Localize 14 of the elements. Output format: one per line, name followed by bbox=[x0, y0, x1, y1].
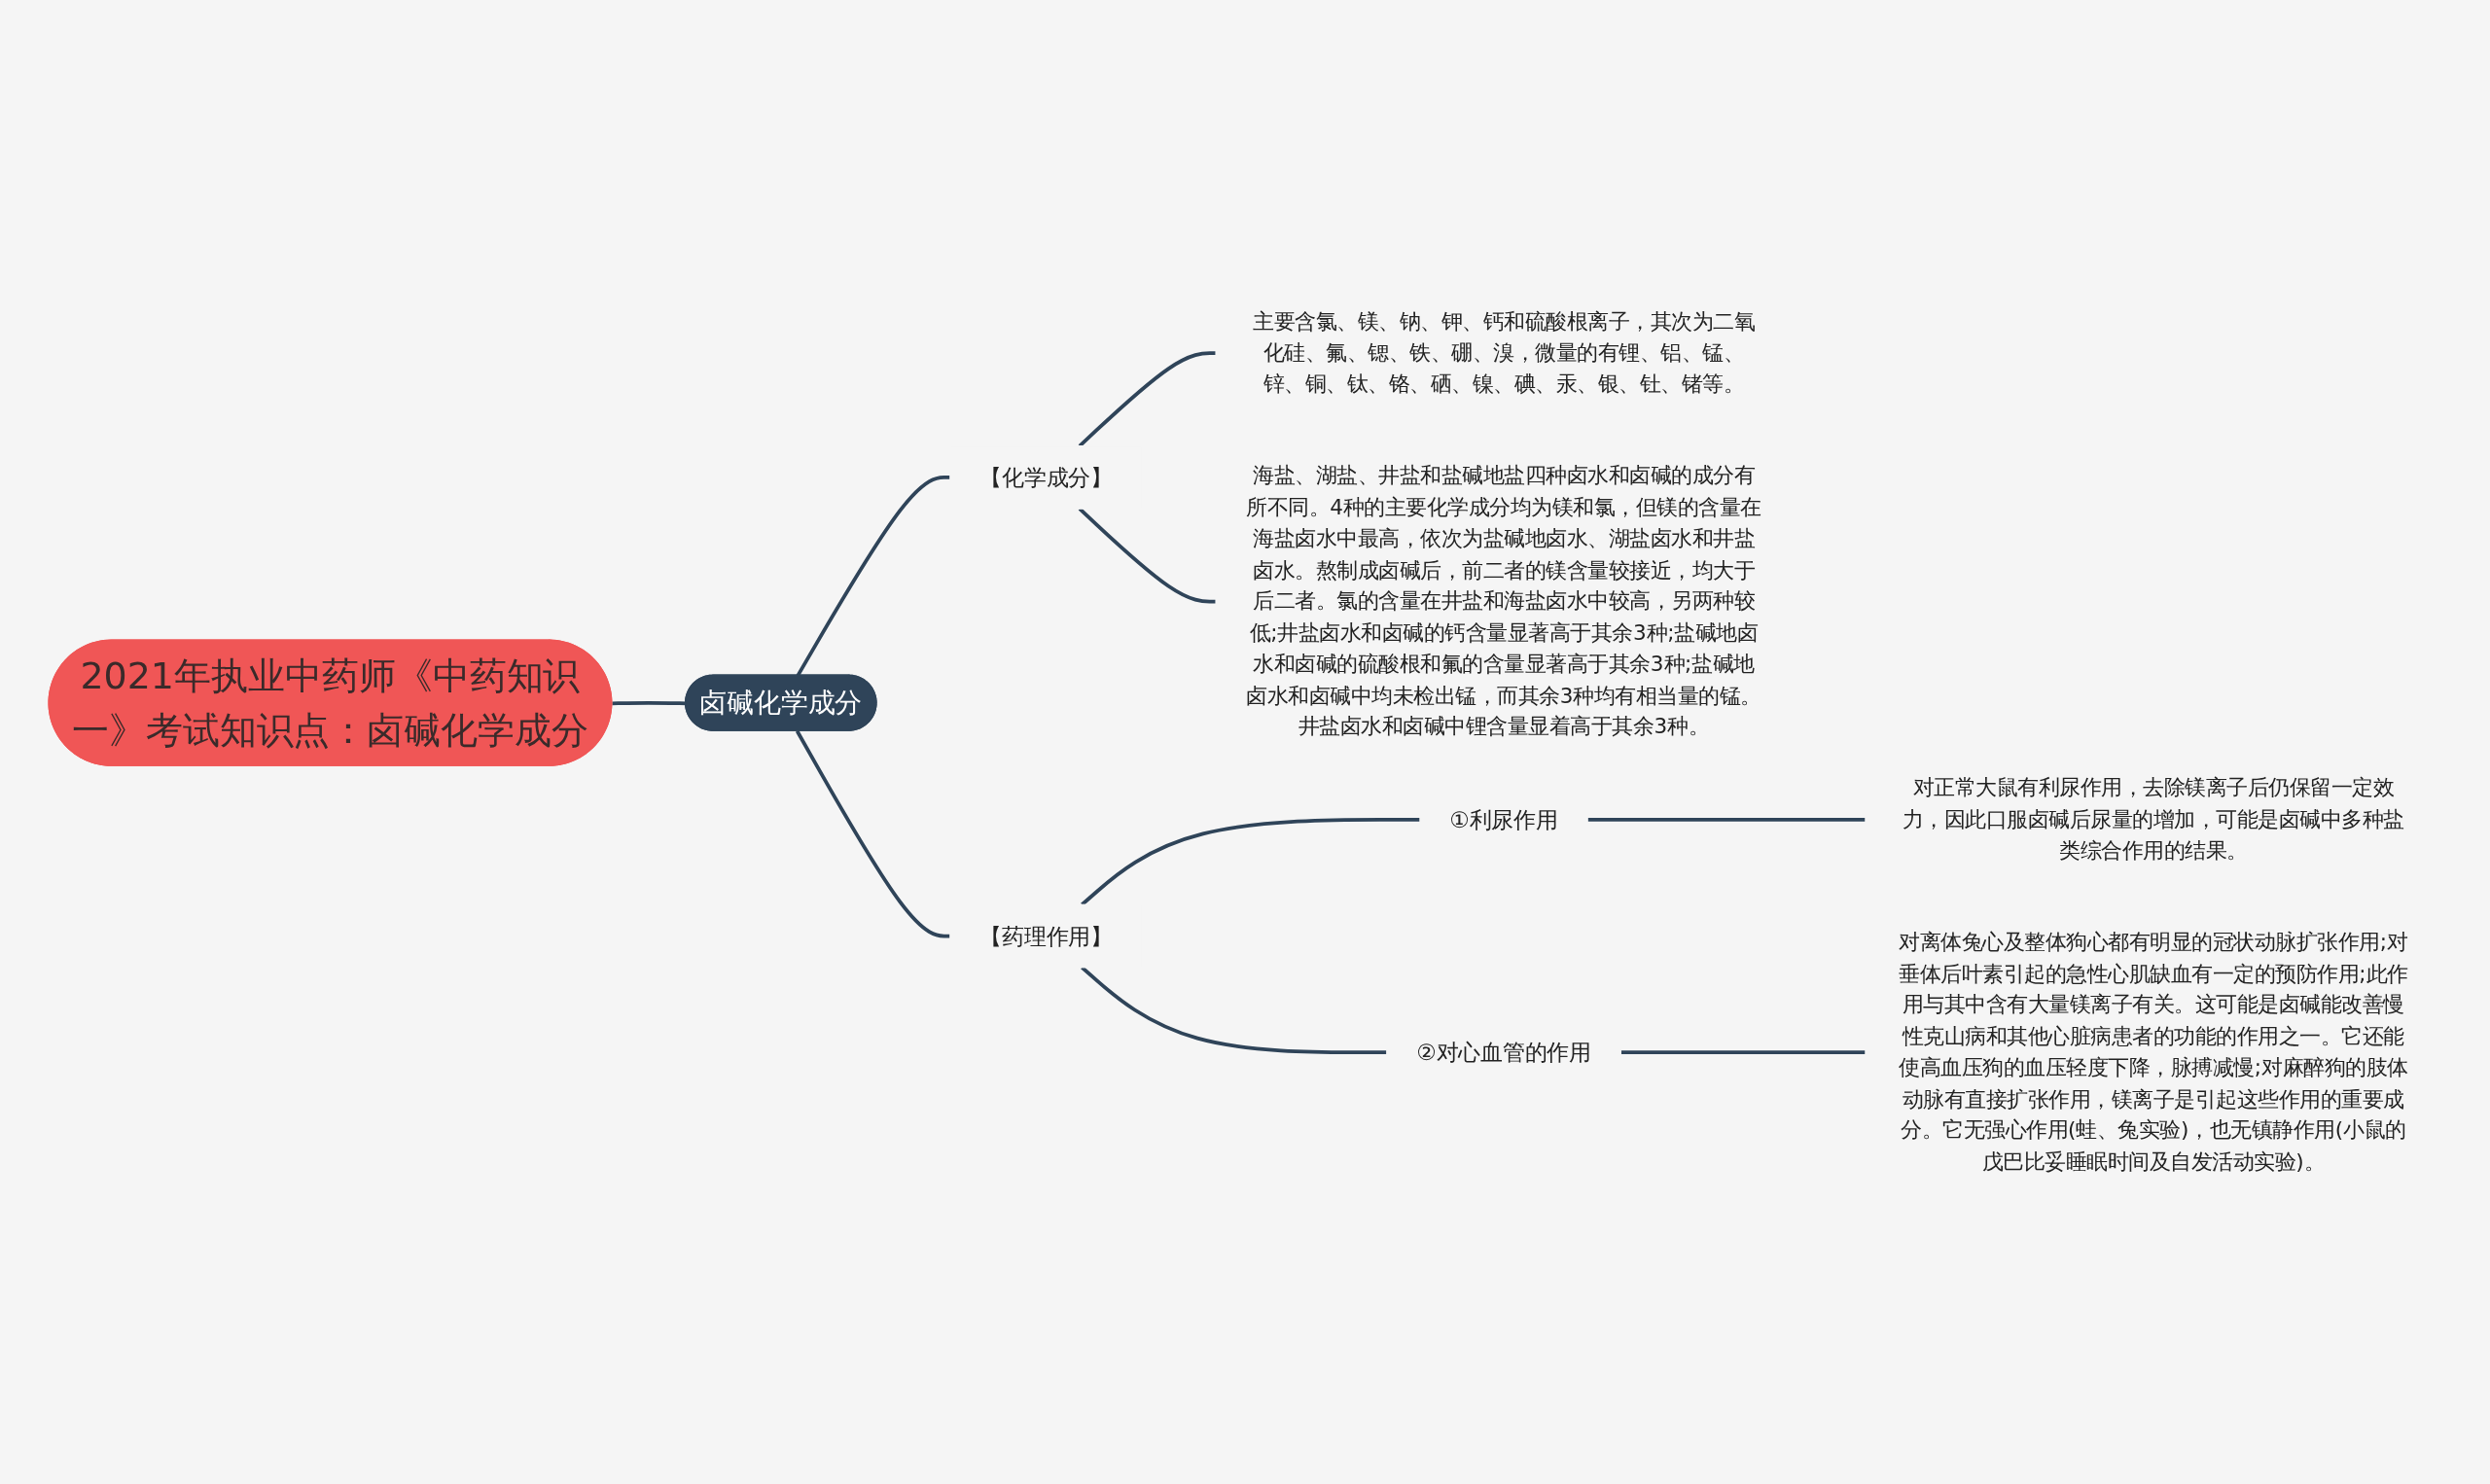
node-text: 【药理作用】 bbox=[979, 923, 1113, 949]
connector bbox=[1081, 817, 1420, 906]
connector bbox=[1587, 817, 1866, 822]
connector bbox=[1620, 1050, 1866, 1055]
node-text: ①利尿作用 bbox=[1449, 806, 1558, 833]
node-text: 【化学成分】 bbox=[979, 464, 1113, 491]
connector bbox=[796, 476, 950, 677]
node-text: 对离体兔心及整体狗心都有明显的冠状动脉扩张作用;对垂体后叶素引起的急性心肌缺血有一定的预防作用;此作用与其中含有大量镁离子有关。这可能是卤碱能改善慢性克山病和其他心脏病患者的功能的作用之一。它还能使高血压狗的血压轻度下降，脉搏减慢;对麻醉狗的肢体动脉有直接扩张作用，镁离子是引起这些作用的重要成分。它无强心作用(蛙、兔实验)，也无镇静作用(小鼠的戊巴比妥睡眠时间及自发活动实验)。 bbox=[1899, 929, 2408, 1174]
node-text: ②对心血管的作用 bbox=[1416, 1039, 1591, 1066]
connector bbox=[1081, 966, 1387, 1055]
connector bbox=[795, 729, 950, 938]
node-text: 对正常大鼠有利尿作用，去除镁离子后仍保留一定效力，因此口服卤碱后尿量的增加，可能是卤碱中多种盐类综合作用的结果。 bbox=[1902, 774, 2404, 863]
node-text: 海盐、湖盐、井盐和盐碱地盐四种卤水和卤碱的成分有所不同。4种的主要化学成分均为镁和氯，但镁的含量在海盐卤水中最高，依次为盐碱地卤水、湖盐卤水和井盐卤水。熬制成卤碱后，前二者的镁含量较接近，均大于后二者。氯的含量在井盐和海盐卤水中较高，另两种较低;井盐卤水和卤碱的钙含量显著高于其余3种;盐碱地卤水和卤碱的硫酸根和氟的含量显著高于其余3种;盐碱地卤水和卤碱中均未检出锰，而其余3种均有相当量的锰。井盐卤水和卤碱中锂含量显着高于其余3种。 bbox=[1246, 463, 1761, 739]
node-text: 主要含氯、镁、钠、钾、钙和硫酸根离子，其次为二氧化硅、氟、锶、铁、硼、溴，微量的有锂、铝、锰、锌、铜、钛、铬、硒、镍、碘、汞、银、钍、锗等。 bbox=[1253, 308, 1756, 397]
